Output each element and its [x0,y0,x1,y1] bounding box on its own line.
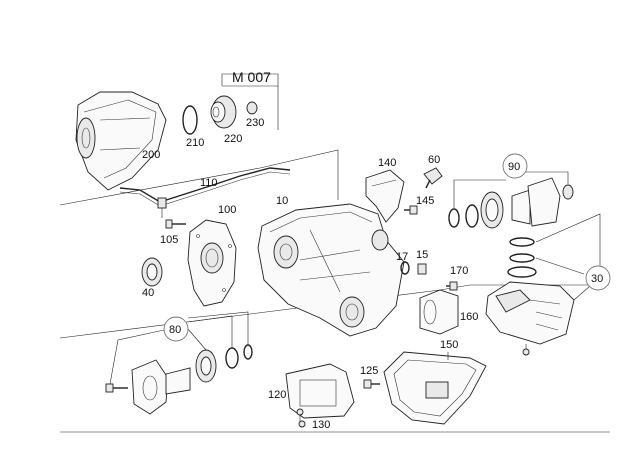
callout-30-circle [585,265,611,291]
label-160: 160 [460,311,478,323]
part-170-plug [446,281,458,291]
part-130-nut [298,420,306,428]
part-15-bushing [417,263,427,275]
label-100: 100 [218,204,236,216]
label-210: 210 [186,137,204,149]
part-125-screw [363,379,380,389]
label-125: 125 [360,365,378,377]
part-10-transfer-case-housing [257,203,405,337]
part-105-bolt [165,219,186,229]
label-140: 140 [378,157,396,169]
label-230: 230 [246,117,264,129]
part-145-screw [404,205,418,215]
label-90: 90 [508,161,520,173]
label-120: 120 [268,389,286,401]
label-130: 130 [312,419,330,431]
label-80: 80 [169,324,181,336]
part-150-oil-pan [383,351,487,425]
part-220-bearing [210,95,237,129]
part-120-mounting-bracket [285,363,355,422]
label-17: 17 [396,251,408,263]
label-110: 110 [200,177,218,189]
label-200: 200 [142,149,160,161]
callout-80-circle [163,316,189,342]
label-30: 30 [591,273,603,285]
label-60: 60 [428,154,440,166]
label-105: 105 [160,234,178,246]
part-160-actuator-motor [419,289,459,335]
part-230-seal [246,101,258,115]
part-200-bell-housing [75,91,167,191]
part-140-bracket [365,169,405,223]
part-90-output-flange [448,171,574,229]
part-80-front-output-flange [105,311,253,415]
part-40-seal [141,257,163,287]
label-15: 15 [416,249,428,261]
part-110-breather-pipe [119,167,291,218]
part-60-sensor [423,167,443,189]
label-40: 40 [142,287,154,299]
part-30-control-unit [485,213,601,356]
part-100-gasket [187,219,237,307]
label-145: 145 [416,195,434,207]
diagram-code: M 007 [232,69,271,85]
part-17-o-ring [400,261,410,275]
part-210-snap-ring [182,105,198,135]
label-170: 170 [450,265,468,277]
label-150: 150 [440,339,458,351]
callout-90-circle [502,153,528,179]
label-220: 220 [224,133,242,145]
label-10: 10 [276,195,288,207]
